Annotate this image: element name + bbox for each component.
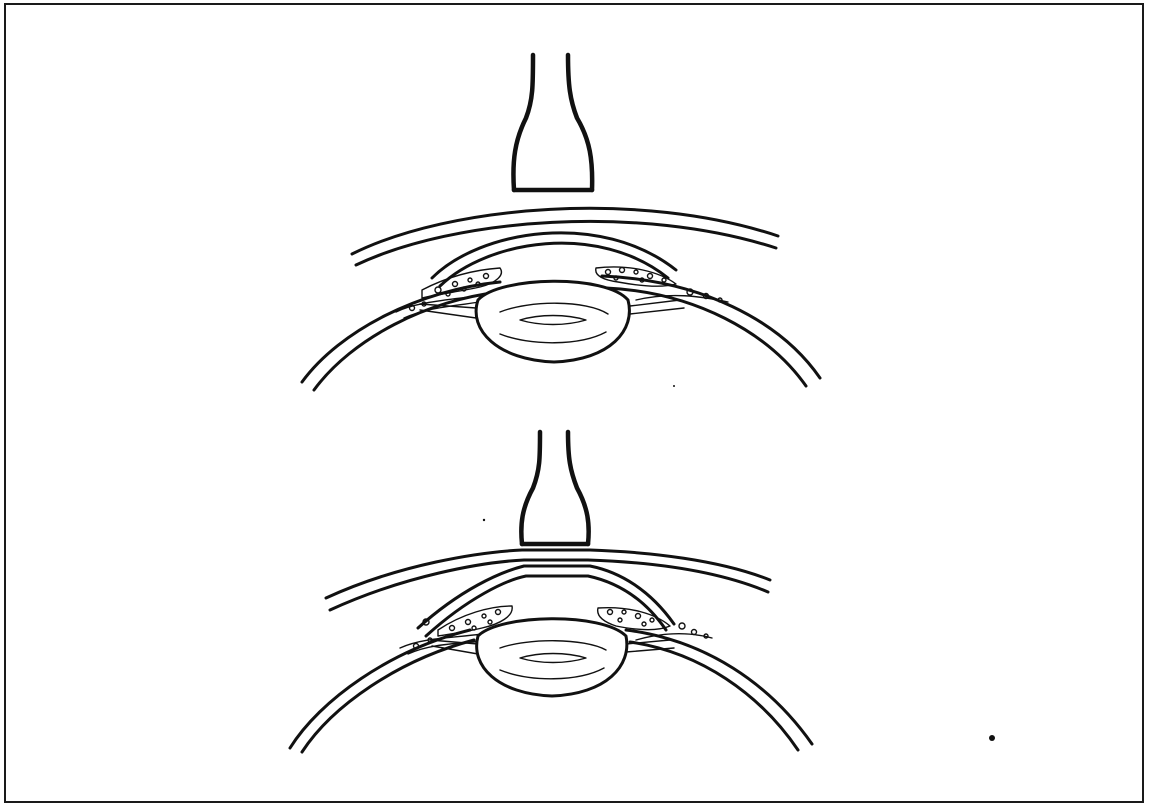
ink-dot [989, 735, 995, 741]
lens-bottom [477, 619, 627, 696]
panel-bottom [290, 432, 812, 752]
tonometer-probe-top [513, 55, 592, 190]
eyelid-curves-bottom [326, 550, 770, 610]
ink-dot-small-2 [673, 385, 675, 387]
tonometer-probe-bottom [521, 432, 588, 544]
ink-dot-small [483, 519, 485, 521]
lens-top [476, 281, 629, 362]
panel-top [302, 55, 820, 390]
eyelid-curves-top [352, 208, 778, 265]
